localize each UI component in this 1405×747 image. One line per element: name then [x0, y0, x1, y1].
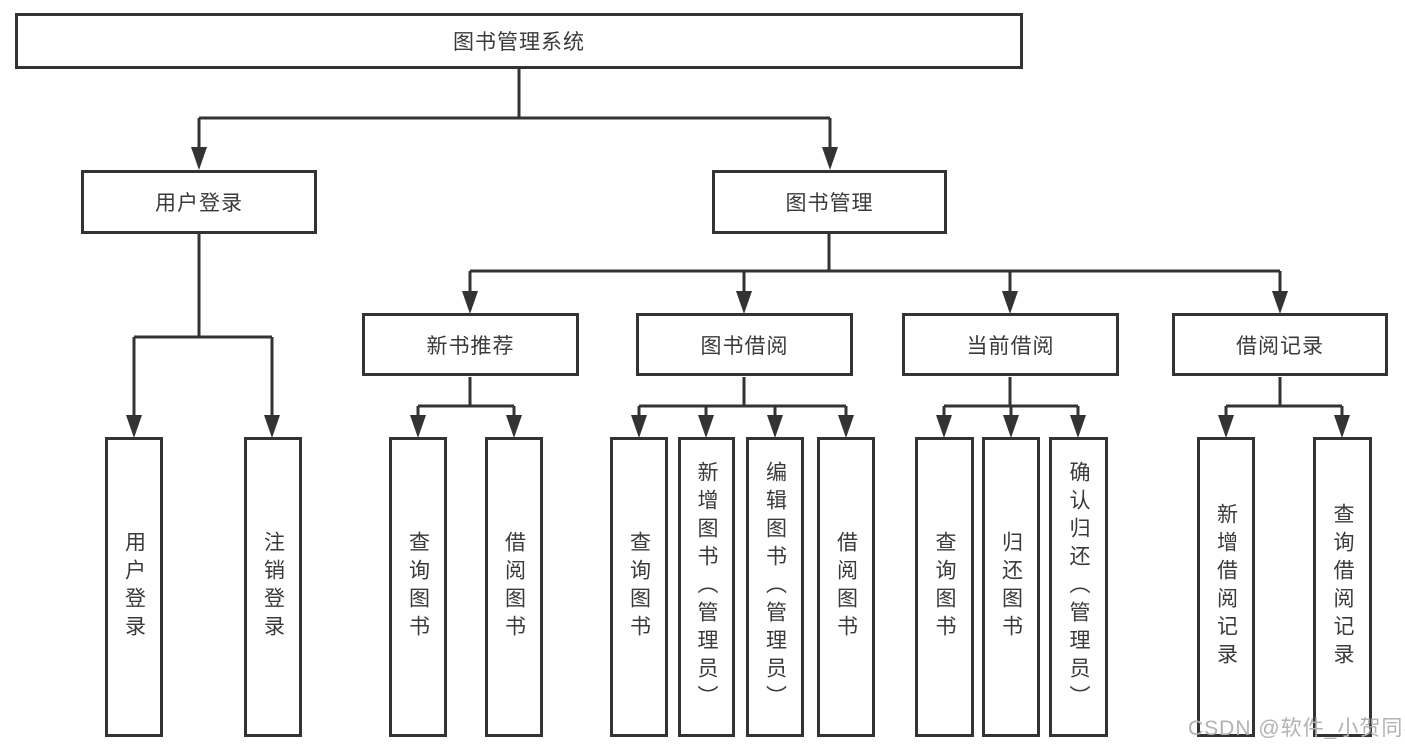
arrowhead-icon	[462, 291, 478, 314]
leaf-query-books-current: 查询图书	[915, 437, 974, 737]
arrowhead-icon	[1002, 291, 1018, 314]
leaf-label: 查询图书	[627, 531, 651, 643]
leaf-label: 归还图书	[999, 531, 1023, 643]
node-current-borrowing: 当前借阅	[902, 313, 1119, 376]
leaf-query-books-borrowing: 查询图书	[610, 437, 668, 737]
leaf-label: 用户登录	[122, 531, 146, 643]
arrowhead-icon	[410, 415, 426, 438]
connector-borrow-records	[1224, 377, 1344, 416]
arrowhead-icon	[191, 147, 207, 170]
arrowhead-icon	[822, 147, 838, 170]
arrowhead-icon	[698, 415, 714, 438]
arrowhead-icon	[838, 415, 854, 438]
node-book-management: 图书管理	[712, 170, 947, 234]
leaf-return-books: 归还图书	[982, 437, 1040, 737]
arrowhead-icon	[1334, 415, 1350, 438]
arrowhead-icon	[126, 415, 142, 438]
connector-current-borrow	[942, 377, 1080, 416]
leaf-add-borrow-record: 新增借阅记录	[1197, 437, 1255, 737]
arrowhead-icon	[631, 415, 647, 438]
leaf-label: 新增借阅记录	[1214, 503, 1238, 671]
csdn-watermark: CSDN @软件_小贺同学	[1188, 717, 1405, 740]
leaf-logout: 注销登录	[244, 437, 302, 737]
node-user-login: 用户登录	[81, 170, 317, 234]
connector-book-management	[468, 234, 1282, 292]
leaf-label: 查询图书	[406, 531, 430, 643]
leaf-label: 查询借阅记录	[1331, 503, 1354, 671]
leaf-confirm-return-admin: 确认归还（管理员）	[1049, 437, 1108, 737]
connector-root	[197, 69, 832, 148]
arrowhead-icon	[1218, 415, 1234, 438]
leaf-borrow-books-recommend: 借阅图书	[485, 437, 543, 737]
arrowhead-icon	[736, 291, 752, 314]
connector-new-book	[416, 377, 516, 416]
arrowhead-icon	[936, 415, 952, 438]
leaf-edit-books-admin: 编辑图书（管理员）	[746, 437, 804, 737]
arrowhead-icon	[506, 415, 522, 438]
leaf-label: 借阅图书	[834, 531, 858, 643]
leaf-label: 编辑图书（管理员）	[763, 461, 787, 713]
arrowhead-icon	[264, 415, 280, 438]
node-borrowing-records: 借阅记录	[1172, 313, 1388, 376]
leaf-query-borrow-record: 查询借阅记录	[1313, 437, 1372, 737]
arrowhead-icon	[1070, 415, 1086, 438]
arrowhead-icon	[1003, 415, 1019, 438]
leaf-query-books-recommend: 查询图书	[389, 437, 447, 737]
node-root: 图书管理系统	[15, 13, 1023, 69]
arrowhead-icon	[1272, 291, 1288, 314]
connector-user-login	[132, 234, 274, 416]
node-book-borrowing: 图书借阅	[636, 313, 853, 376]
leaf-borrow-books: 借阅图书	[817, 437, 875, 737]
connector-book-borrow	[637, 377, 848, 416]
leaf-label: 借阅图书	[502, 531, 526, 643]
leaf-user-login: 用户登录	[105, 437, 163, 737]
leaf-label: 确认归还（管理员）	[1067, 461, 1090, 713]
node-new-book-recommendation: 新书推荐	[362, 313, 579, 376]
leaf-label: 注销登录	[261, 531, 285, 643]
leaf-label: 新增图书（管理员）	[695, 461, 718, 713]
leaf-label: 查询图书	[933, 531, 956, 643]
leaf-add-books-admin: 新增图书（管理员）	[678, 437, 735, 737]
arrowhead-icon	[767, 415, 783, 438]
